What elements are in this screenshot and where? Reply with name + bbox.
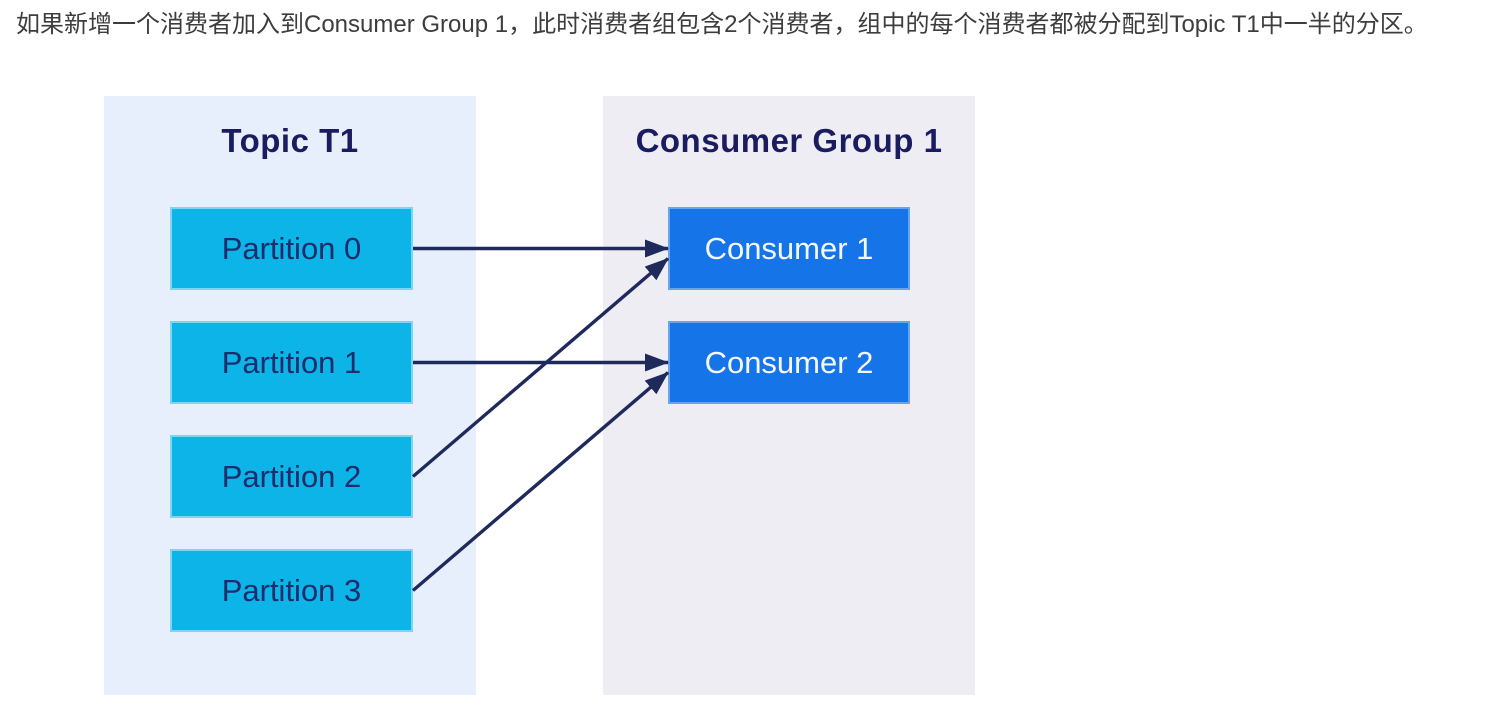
topic-panel-title: Topic T1: [221, 122, 359, 159]
consumer-box-2: Consumer 2: [668, 321, 910, 404]
consumer-box-1: Consumer 1: [668, 207, 910, 290]
partition-box-1-label: Partition 1: [221, 344, 362, 380]
consumer-group-title: Consumer Group 1: [635, 122, 943, 159]
partition-box-3-label: Partition 3: [221, 572, 362, 608]
partition-box-0-label: Partition 0: [221, 230, 362, 266]
topic-panel: Topic T1 Partition 0 Partition 1 Partiti…: [104, 96, 476, 695]
partition-box-0: Partition 0: [170, 207, 413, 290]
consumer-box-2-label: Consumer 2: [704, 344, 874, 380]
consumer-box-1-label: Consumer 1: [704, 230, 874, 266]
partition-box-3: Partition 3: [170, 549, 413, 632]
partition-box-2: Partition 2: [170, 435, 413, 518]
partition-box-1: Partition 1: [170, 321, 413, 404]
consumer-group-panel: Consumer Group 1 Consumer 1 Consumer 2: [603, 96, 975, 695]
page-description: 如果新增一个消费者加入到Consumer Group 1，此时消费者组包含2个消…: [16, 11, 1428, 38]
partition-box-2-label: Partition 2: [221, 458, 362, 494]
